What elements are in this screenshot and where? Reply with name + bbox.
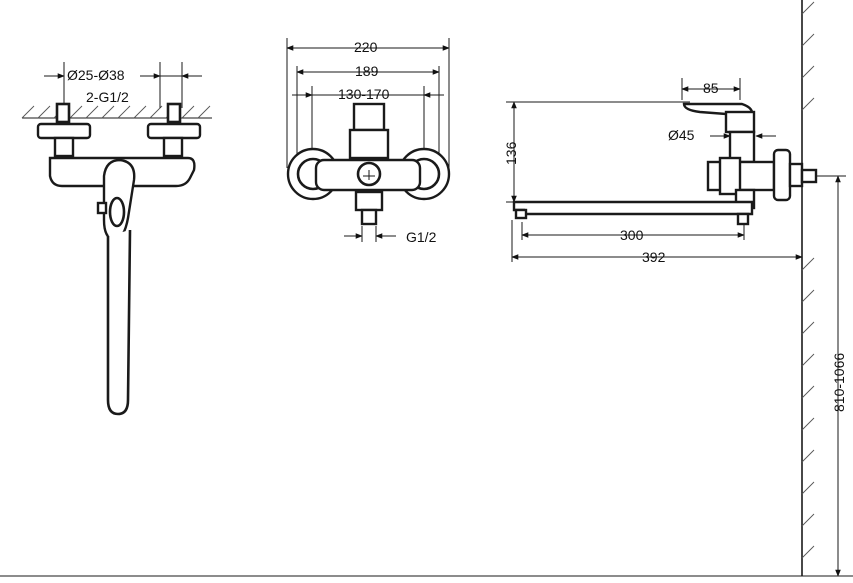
dim-810-1066: 810-1066	[831, 353, 847, 412]
cartridge-top	[352, 102, 386, 132]
side-body-nut	[718, 156, 742, 196]
right-inlet-pipe	[166, 102, 182, 124]
thread-label: 2-G1/2	[86, 89, 129, 105]
body-top	[348, 128, 390, 160]
diameter-label: Ø25-Ø38	[67, 67, 125, 83]
dim-130-170: 130-170	[338, 86, 390, 102]
spout-aerator	[514, 208, 528, 220]
left-connector-nut	[53, 136, 75, 158]
spout-front	[106, 229, 132, 416]
left-inlet-pipe	[55, 102, 71, 124]
dim-g12: G1/2	[406, 229, 437, 245]
dim-85: 85	[703, 80, 719, 96]
outlet-pipe	[360, 208, 378, 226]
dim-136: 136	[503, 141, 519, 165]
side-cartridge	[724, 110, 756, 134]
side-wall-pipe	[788, 162, 804, 188]
spout-support	[736, 212, 750, 226]
top-view: 220 189 130-170 G1/2	[286, 38, 451, 245]
right-flange	[146, 122, 202, 140]
side-spout	[512, 200, 754, 216]
outlet-nut	[354, 190, 384, 212]
right-connector-nut	[162, 136, 184, 158]
dim-392: 392	[642, 249, 666, 265]
front-view: Ø25-Ø38 2-G1/2	[21, 62, 212, 416]
center-nut-mark	[363, 170, 375, 180]
lever-slot	[108, 196, 126, 228]
left-flange	[36, 122, 92, 140]
diverter-knob	[96, 201, 108, 215]
side-flange	[772, 148, 792, 202]
dim-189: 189	[355, 63, 379, 79]
dimension-diameter-front	[44, 62, 202, 108]
wall-hatch-front	[21, 105, 212, 119]
dim-300: 300	[620, 227, 644, 243]
side-wall-inlet	[800, 168, 818, 184]
dim-d45: Ø45	[668, 127, 695, 143]
wall-hatch-side	[801, 1, 815, 559]
dim-220: 220	[354, 39, 378, 55]
